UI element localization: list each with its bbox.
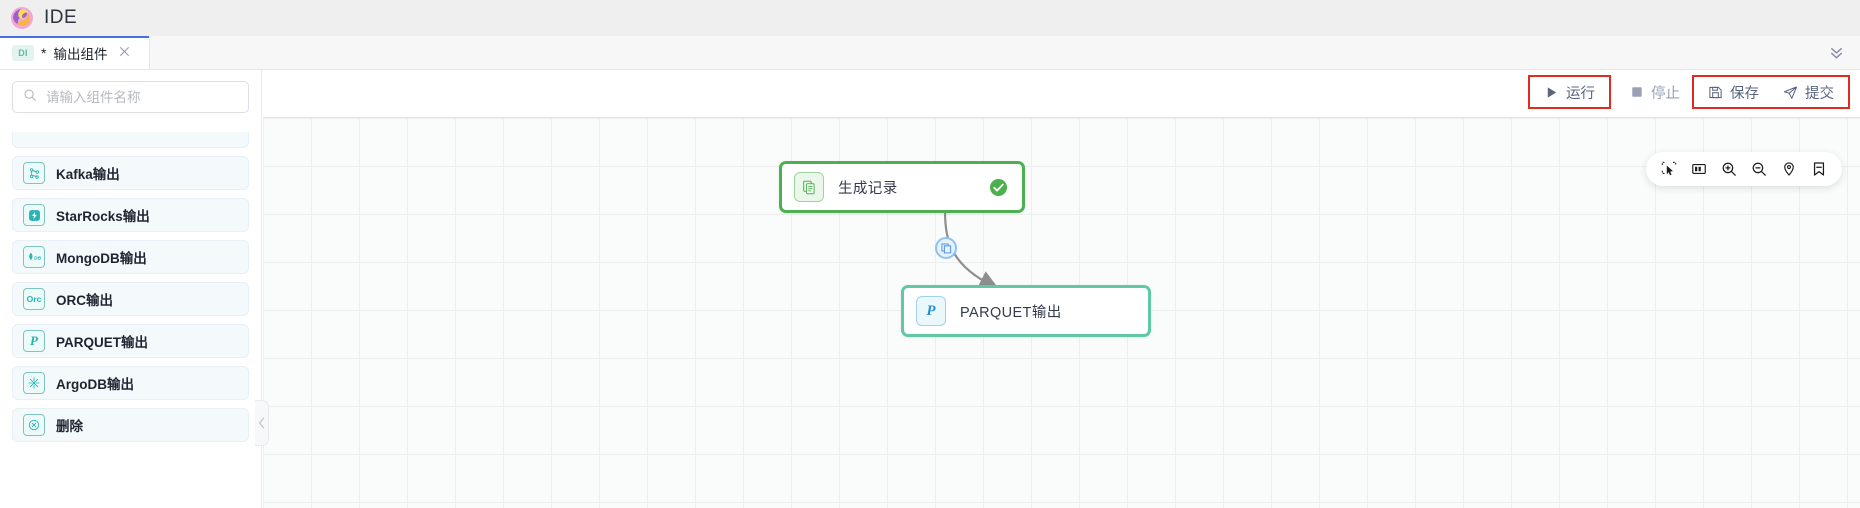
zoom-in-icon[interactable] [1716, 156, 1742, 182]
search-area [0, 70, 261, 121]
marquee-select-icon[interactable] [1656, 156, 1682, 182]
app-title: IDE [44, 7, 78, 28]
double-chevron-down-icon[interactable] [1812, 36, 1860, 69]
node-label: PARQUET输出 [960, 304, 1062, 321]
documents-icon [794, 172, 824, 202]
list-item-partial[interactable] [12, 132, 249, 148]
stop-icon [1629, 85, 1644, 100]
parquet-p-icon: P [916, 296, 946, 326]
sidebar-item-label: StarRocks输出 [56, 209, 150, 224]
sidebar-item-label: Kafka输出 [56, 167, 120, 182]
search-box[interactable] [12, 81, 249, 113]
component-sidebar: Kafka输出 StarRocks输出 DB [0, 70, 262, 508]
tab-bar: DI * 输出组件 [0, 36, 1860, 70]
sidebar-item-kafka[interactable]: Kafka输出 [12, 156, 249, 190]
argodb-icon [23, 372, 45, 394]
layout-panel-icon[interactable] [1686, 156, 1712, 182]
tab-type-badge: DI [12, 44, 34, 61]
svg-text:DB: DB [34, 255, 42, 261]
orc-icon: Orc [23, 288, 45, 310]
locate-fit-icon[interactable] [1776, 156, 1802, 182]
save-submit-highlight-box: 保存 提交 [1692, 75, 1850, 109]
close-icon[interactable] [118, 45, 131, 61]
sidebar-item-mongodb[interactable]: DB MongoDB输出 [12, 240, 249, 274]
check-circle-icon [963, 178, 1008, 197]
sidebar-item-label: ORC输出 [56, 293, 113, 308]
kafka-icon [23, 162, 45, 184]
sidebar-item-delete[interactable]: 删除 [12, 408, 249, 442]
sidebar-collapse-handle[interactable] [255, 400, 269, 446]
flow-canvas[interactable]: 生成记录 P PARQUET输出 [263, 118, 1860, 508]
sidebar-item-starrocks[interactable]: StarRocks输出 [12, 198, 249, 232]
sidebar-item-label: ArgoDB输出 [56, 377, 134, 392]
title-bar: IDE [0, 0, 1860, 36]
canvas-toolbar [1646, 152, 1842, 186]
swirl-logo-icon [10, 6, 34, 30]
node-label: 生成记录 [838, 180, 898, 197]
sidebar-item-label: PARQUET输出 [56, 335, 149, 350]
sidebar-item-label: MongoDB输出 [56, 251, 147, 266]
stop-button-label: 停止 [1651, 85, 1680, 102]
action-toolbar: 运行 停止 保存 [1528, 70, 1860, 114]
starrocks-icon [23, 204, 45, 226]
save-button[interactable]: 保存 [1696, 77, 1771, 107]
stop-button[interactable]: 停止 [1617, 77, 1692, 107]
sidebar-item-argodb[interactable]: ArgoDB输出 [12, 366, 249, 400]
run-button[interactable]: 运行 [1532, 77, 1607, 107]
copy-stack-icon[interactable] [935, 237, 957, 259]
delete-icon [23, 414, 45, 436]
node-parquet-output[interactable]: P PARQUET输出 [901, 285, 1151, 337]
tab-label: 输出组件 [53, 46, 108, 62]
tab-output-component[interactable]: DI * 输出组件 [0, 36, 150, 69]
run-highlight-box: 运行 [1528, 75, 1611, 109]
tab-modified-indicator: * [41, 44, 47, 61]
sidebar-item-parquet[interactable]: P PARQUET输出 [12, 324, 249, 358]
save-button-label: 保存 [1730, 85, 1759, 102]
parquet-icon: P [23, 330, 45, 352]
zoom-out-icon[interactable] [1746, 156, 1772, 182]
submit-button-label: 提交 [1805, 85, 1834, 102]
tab-bar-spacer [150, 36, 1812, 69]
run-button-label: 运行 [1566, 85, 1595, 102]
submit-button[interactable]: 提交 [1771, 77, 1846, 107]
search-icon [23, 88, 37, 107]
bookmark-icon[interactable] [1806, 156, 1832, 182]
sidebar-item-orc[interactable]: Orc ORC输出 [12, 282, 249, 316]
mongodb-icon: DB [23, 246, 45, 268]
submit-send-icon [1783, 85, 1798, 100]
sidebar-item-label: 删除 [56, 419, 83, 434]
canvas-top-divider [263, 117, 1860, 118]
search-input[interactable] [46, 89, 238, 105]
play-icon [1544, 85, 1559, 100]
node-generate-record[interactable]: 生成记录 [779, 161, 1025, 213]
component-list[interactable]: Kafka输出 StarRocks输出 DB [0, 132, 261, 508]
save-floppy-icon [1708, 85, 1723, 100]
